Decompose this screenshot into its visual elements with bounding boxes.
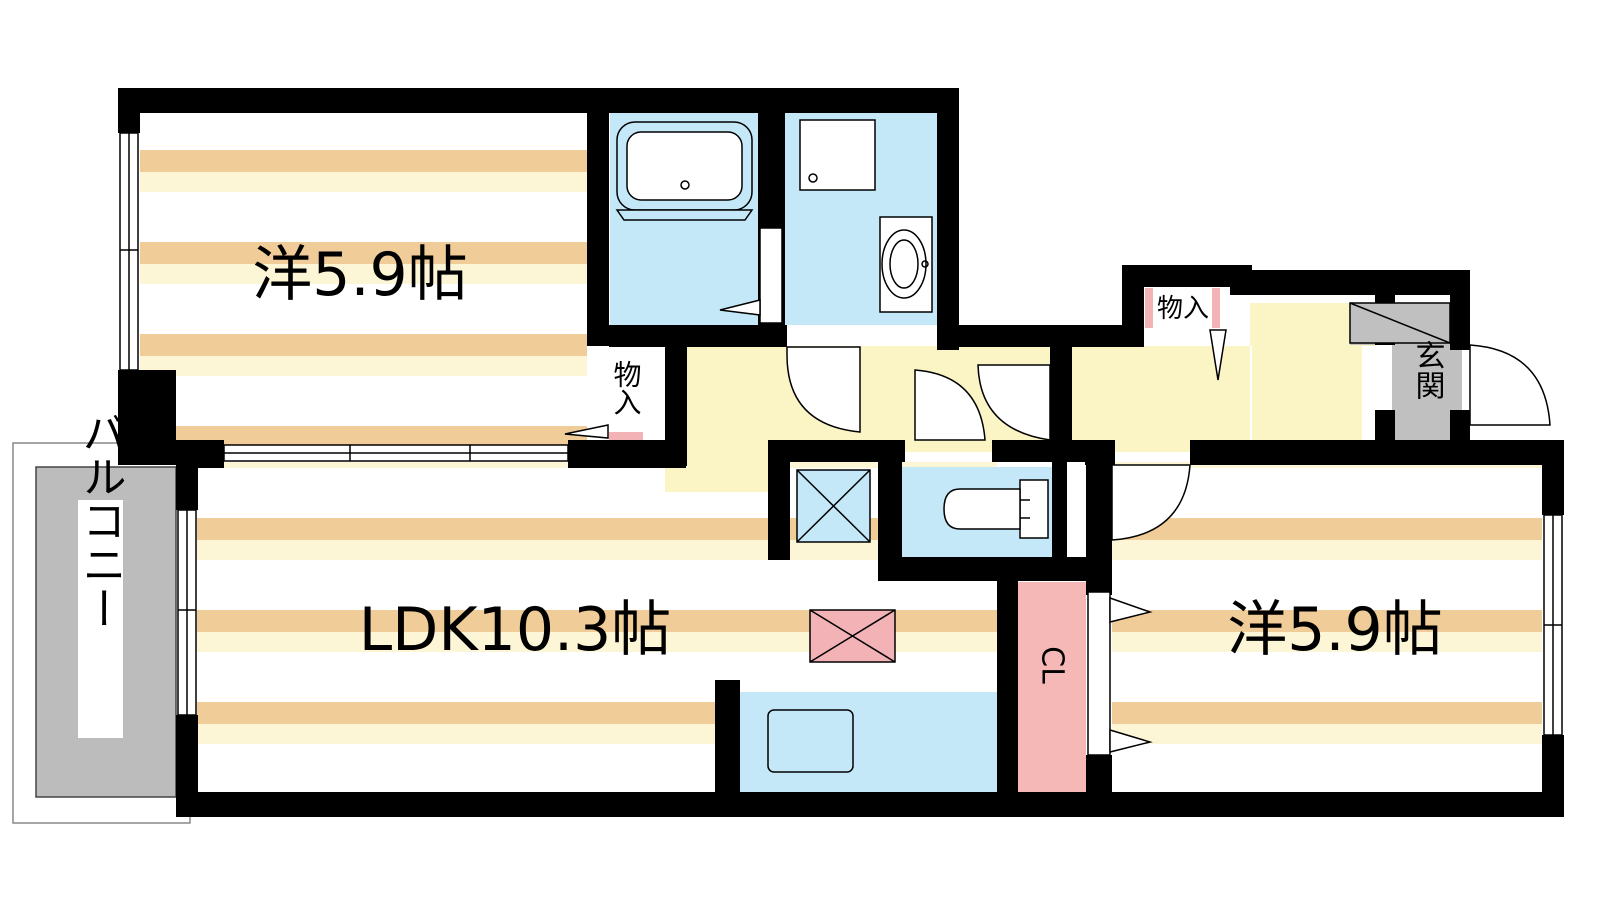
western-room-right-floor	[1112, 462, 1542, 792]
windows	[119, 132, 1563, 736]
washbasin-icon	[879, 216, 933, 313]
label-entrance: 玄関	[1410, 340, 1445, 400]
label-storage-left: 物入	[610, 360, 643, 416]
room-label-western-right: 洋5.9帖	[1227, 595, 1442, 665]
fixtures	[615, 119, 1451, 773]
floor-hatch-marker	[809, 609, 896, 663]
doors	[564, 227, 1551, 756]
sink-icon	[767, 709, 854, 773]
refrigerator-space-icon	[796, 469, 871, 543]
label-storage-top: 物入	[1157, 294, 1209, 324]
shoe-box-icon	[1349, 302, 1451, 344]
washer-pan-icon	[799, 119, 876, 191]
label-balcony: バルコニー	[75, 410, 126, 630]
walls	[118, 88, 1564, 817]
storage-marker-left	[609, 354, 643, 440]
room-label-western-top: 洋5.9帖	[252, 240, 467, 310]
balcony-area	[12, 442, 191, 824]
western-room-top-floor	[140, 112, 587, 445]
toilet-icon	[943, 479, 1049, 539]
closet-floor	[1018, 582, 1086, 792]
label-closet: CL	[1035, 646, 1070, 684]
labels: 洋5.9帖 LDK10.3帖 洋5.9帖 物入 物入 玄関 CL バルコニー	[75, 240, 1445, 684]
floors	[140, 112, 1542, 792]
room-label-ldk: LDK10.3帖	[359, 595, 672, 665]
storage-marker-top	[1145, 288, 1220, 328]
